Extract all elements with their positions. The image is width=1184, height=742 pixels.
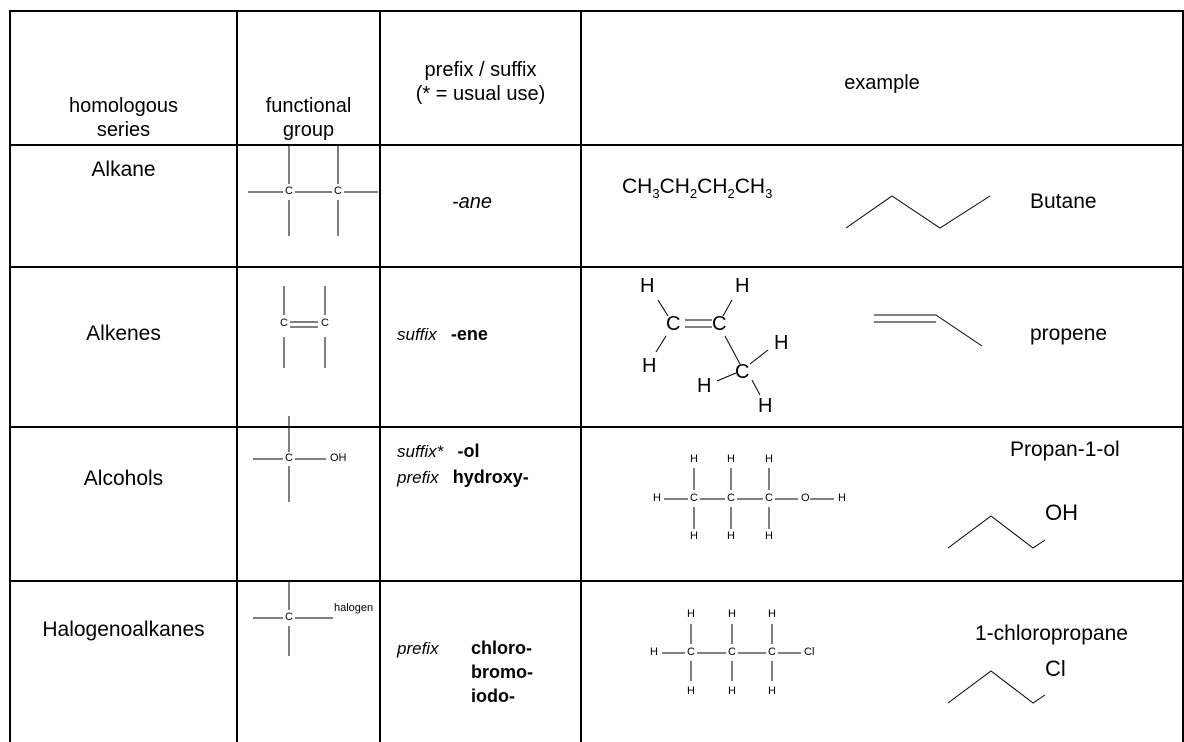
alcohol-suffix-value: -ol	[457, 441, 480, 461]
alkane-functional-group-diagram	[248, 146, 378, 236]
row-divider-1	[9, 266, 1184, 268]
halogenoalkane-group-atom-2: halogen	[334, 602, 374, 614]
propene-atom-c2: C	[712, 313, 727, 335]
chloropropane-atom-cl: Cl	[804, 646, 815, 658]
propanol-atom-c2: C	[727, 492, 735, 504]
header-example-label: example	[844, 72, 920, 94]
chloropropane-skeletal-cl-label: Cl	[1045, 656, 1066, 681]
header-group-line-1: functional	[265, 95, 352, 117]
alkene-example-name: propene	[1030, 322, 1108, 345]
propene-atom-h1: H	[640, 275, 655, 297]
row-divider-3	[9, 580, 1184, 582]
propene-atom-h4: H	[774, 332, 789, 354]
alcohol-affix-prefix: prefix hydroxy-	[397, 467, 529, 488]
chloropropane-atom-h-bottom-2: H	[728, 685, 736, 697]
header-functional-group: functional group	[238, 94, 379, 142]
propanol-atom-h-top-3: H	[765, 453, 773, 465]
chloropropane-atom-c1: C	[687, 646, 695, 658]
chloropropane-skeletal-formula	[947, 670, 1046, 704]
header-homologous-series: homologous series	[11, 94, 236, 142]
header-affix-line-2: (* = usual use)	[415, 83, 546, 105]
header-group-line-2: group	[282, 119, 335, 141]
propanol-atom-h-left: H	[653, 492, 661, 504]
propene-atom-c1: C	[666, 313, 681, 335]
propanol-atom-h-bottom-3: H	[765, 530, 773, 542]
alkene-group-atom-2: C	[321, 317, 329, 329]
header-example: example	[582, 71, 1182, 95]
propene-atom-h5: H	[697, 375, 712, 397]
alkene-affix-value: -ene	[450, 324, 488, 344]
series-name-halogenoalkanes: Halogenoalkanes	[42, 618, 205, 641]
alkane-affix: -ane	[452, 191, 493, 213]
halogenoalkane-prefix-chloro: chloro-	[471, 638, 532, 658]
chloropropane-atom-h-top-2: H	[728, 608, 736, 620]
alcohol-example-name: Propan-1-ol	[1010, 438, 1120, 461]
alkane-group-atom-1: C	[285, 185, 293, 197]
halogenoalkane-prefix-iodo: iodo-	[471, 686, 515, 706]
propene-structural-formula	[655, 299, 769, 396]
table-border-right	[1182, 10, 1184, 742]
chloropropane-atom-c3: C	[768, 646, 776, 658]
propanol-atom-o: O	[801, 492, 810, 504]
propene-atom-h6: H	[758, 395, 773, 417]
propanol-atom-h-top-1: H	[690, 453, 698, 465]
propanol-structural-bonds	[664, 468, 834, 529]
column-divider-1	[236, 10, 238, 742]
header-affix-line-1: prefix / suffix	[424, 59, 537, 81]
halogenoalkane-prefix-bromo: bromo-	[471, 662, 533, 682]
chloropropane-atom-h-bottom-1: H	[687, 685, 695, 697]
column-divider-3	[580, 10, 582, 742]
halogenoalkane-example-name: 1-chloropropane	[975, 622, 1128, 645]
alkene-affix: suffix -ene	[397, 324, 488, 345]
halogenoalkane-affix: prefix	[397, 639, 439, 659]
chloropropane-atom-h-left: H	[650, 646, 658, 658]
propanol-skeletal-formula	[947, 515, 1046, 549]
alkane-group-atom-2: C	[334, 185, 342, 197]
table-border-left	[9, 10, 11, 742]
halogenoalkane-prefix-type: prefix	[397, 639, 439, 658]
propene-atom-h3: H	[642, 355, 657, 377]
propanol-atom-h-bottom-2: H	[727, 530, 735, 542]
alcohol-functional-group-diagram	[253, 416, 326, 502]
alcohol-suffix-type: suffix*	[397, 442, 444, 461]
alkene-group-atom-1: C	[280, 317, 288, 329]
column-divider-2	[379, 10, 381, 742]
propanol-atom-h-bottom-1: H	[690, 530, 698, 542]
halogenoalkane-group-atom-1: C	[285, 611, 293, 623]
header-series-line-2: series	[96, 119, 151, 141]
propene-atom-h2: H	[735, 275, 750, 297]
row-divider-2	[9, 426, 1184, 428]
alcohol-prefix-type: prefix	[397, 468, 439, 487]
propanol-skeletal-oh-label: OH	[1045, 500, 1078, 525]
propene-skeletal-formula	[874, 314, 983, 347]
butane-skeletal-formula	[845, 195, 991, 229]
propanol-atom-c3: C	[765, 492, 773, 504]
header-series-line-1: homologous	[69, 95, 178, 117]
alkene-functional-group-diagram	[283, 286, 326, 368]
table-border-top	[9, 10, 1184, 12]
alkene-affix-type: suffix	[397, 325, 437, 344]
chloropropane-structural-bonds	[662, 624, 801, 681]
alcohol-affix-suffix: suffix* -ol	[397, 441, 479, 462]
alkane-condensed-formula: CH3CH2CH2CH3	[622, 175, 773, 201]
chloropropane-atom-h-top-3: H	[768, 608, 776, 620]
propanol-atom-c1: C	[690, 492, 698, 504]
alcohol-prefix-value: hydroxy-	[452, 467, 529, 487]
propene-atom-c3: C	[735, 361, 750, 383]
alcohol-group-atom-1: C	[285, 452, 293, 464]
alkane-example-name: Butane	[1030, 190, 1097, 213]
alcohol-group-atom-2: OH	[330, 452, 347, 464]
header-prefix-suffix: prefix / suffix (* = usual use)	[381, 58, 580, 106]
chloropropane-atom-h-top-1: H	[687, 608, 695, 620]
series-name-alkenes: Alkenes	[86, 322, 161, 345]
series-name-alcohols: Alcohols	[83, 467, 164, 490]
propanol-atom-h-top-2: H	[727, 453, 735, 465]
halogenoalkane-functional-group-diagram	[253, 582, 333, 656]
chloropropane-atom-h-bottom-3: H	[768, 685, 776, 697]
series-name-alkane: Alkane	[91, 158, 156, 181]
chloropropane-atom-c2: C	[728, 646, 736, 658]
row-divider-header	[9, 144, 1184, 146]
propanol-atom-h-right: H	[838, 492, 846, 504]
